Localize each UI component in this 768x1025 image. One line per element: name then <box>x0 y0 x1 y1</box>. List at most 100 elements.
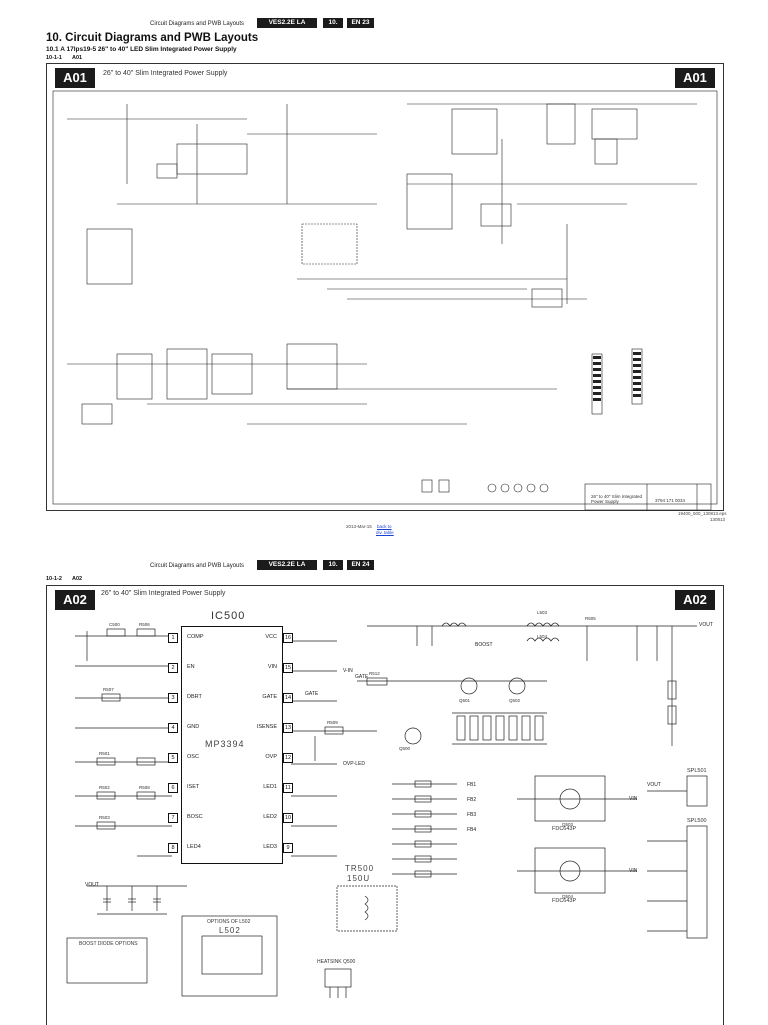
ic-pin-name: GATE <box>262 694 277 700</box>
net-label: GATE <box>305 691 319 697</box>
schematic-sheet-a02: A02 26" to 40" Slim Integrated Power Sup… <box>46 585 724 1025</box>
ic-pin-number: 5 <box>168 753 178 763</box>
ic-pin-number: 2 <box>168 663 178 673</box>
ic-pin-number: 8 <box>168 843 178 853</box>
ic-pin-name: GND <box>187 724 200 730</box>
tr500-label: TR500 <box>345 864 375 873</box>
sheet-footer-code: 19400_500_130813.eps <box>678 511 727 516</box>
div-table-link[interactable]: div. table <box>376 530 394 535</box>
section-subtitle: 10.1 A 17lps19-5 26" to 40" LED Slim Int… <box>46 46 237 53</box>
ic-pin-number: 4 <box>168 723 178 733</box>
net-label: FB1 <box>467 782 477 788</box>
schematic-sheet-a01: A01 26" to 40" Slim Integrated Power Sup… <box>46 63 724 511</box>
ic-pin-name: COMP <box>187 634 204 640</box>
ic-pin-name: ISET <box>187 784 200 790</box>
ic-pin-name: OSC <box>187 754 199 760</box>
ic-pin-number: 1 <box>168 633 178 643</box>
component-ref: R507 <box>103 687 114 692</box>
component-ref: R512 <box>369 671 380 676</box>
ic-pin-name: BOSC <box>187 814 203 820</box>
component-ref: L504 <box>537 634 548 639</box>
ic-pin-name: VCC <box>265 634 277 640</box>
page-footer-date: 2013-Mar-15 <box>346 524 372 529</box>
net-label: VOUT <box>699 622 713 628</box>
sheet-tag-left: A02 <box>55 590 95 610</box>
figure-ref-label: A01 <box>72 55 83 61</box>
component-ref: R502 <box>99 785 110 790</box>
net-label: FB3 <box>467 812 477 818</box>
net-label: GATE <box>355 674 369 680</box>
ic-pin-number: 15 <box>283 663 293 673</box>
component-ref: R506 <box>139 622 150 627</box>
model-badge: VES2.2E LA <box>257 560 317 570</box>
ic-block <box>181 626 283 864</box>
ic-pin-number: 14 <box>283 693 293 703</box>
q503-part-label: FDC643P <box>552 826 577 832</box>
ic-pin-number: 7 <box>168 813 178 823</box>
back-to-link[interactable]: back to <box>377 524 392 529</box>
ic-pin-name: DBRT <box>187 694 202 700</box>
component-ref: R505 <box>585 616 596 621</box>
running-header-title: Circuit Diagrams and PWB Layouts <box>150 21 245 27</box>
component-ref: Q504 <box>562 894 574 899</box>
ic-pin-number: 13 <box>283 723 293 733</box>
section-title: 10. Circuit Diagrams and PWB Layouts <box>46 32 259 44</box>
heatsink-label: HEATSINK Q500 <box>317 959 356 965</box>
sheet-caption: 26" to 40" Slim Integrated Power Supply <box>103 70 228 77</box>
ic-pin-name: LED3 <box>263 844 277 850</box>
net-label: OVP-LED <box>343 761 365 767</box>
title-block-text: 26" to 40" Slim Integrated Power Supply <box>591 494 642 504</box>
ic-pin-name: ISENSE <box>256 724 277 730</box>
spl501-label: SPL501 <box>687 768 707 774</box>
schematic-a02-drawing <box>66 622 708 998</box>
net-label: VOUT <box>85 882 99 888</box>
page-badge: EN 24 <box>347 560 374 570</box>
ic-pin-name: VIN <box>267 664 277 670</box>
boost-diode-options-label: BOOST DIODE OPTIONS <box>79 941 138 947</box>
component-ref: R509 <box>327 720 338 725</box>
schematic-a01-drawing <box>52 90 718 511</box>
sheet-caption: 26" to 40" Slim Integrated Power Supply <box>101 590 226 597</box>
net-label: VIN <box>629 796 638 802</box>
q504-part-label: FDC643P <box>552 898 577 904</box>
net-label: BOOST <box>475 642 493 648</box>
component-ref: R503 <box>99 815 110 820</box>
model-badge: VES2.2E LA <box>257 18 317 28</box>
net-label: V-IN <box>343 668 353 674</box>
net-label: FB2 <box>467 797 477 803</box>
component-ref: L503 <box>537 610 548 615</box>
title-block-code: 3794 171 0034 <box>655 498 686 503</box>
net-label: VOUT <box>647 782 661 788</box>
ic-pin-number: 10 <box>283 813 293 823</box>
component-ref: Q501 <box>459 698 471 703</box>
chapter-badge: 10. <box>323 560 343 570</box>
sheet-tag-left: A01 <box>55 68 95 88</box>
ic-pin-number: 3 <box>168 693 178 703</box>
ic-pin-number: 11 <box>283 783 293 793</box>
ic-pin-name: EN <box>187 664 195 670</box>
ic-pin-name: LED4 <box>187 844 201 850</box>
l502-label: L502 <box>219 926 241 935</box>
ic-part-number: MP3394 <box>205 739 245 749</box>
tr500-value: 150U <box>347 874 371 883</box>
ic-pin-number: 9 <box>283 843 293 853</box>
spl500-label: SPL500 <box>687 818 707 824</box>
ic-pin-name: OVP <box>265 754 277 760</box>
net-label: FB4 <box>467 827 477 833</box>
ic-pin-name: LED2 <box>263 814 277 820</box>
sheet-tag-right: A02 <box>675 590 715 610</box>
component-ref: Q503 <box>562 822 574 827</box>
sheet-tag-right: A01 <box>675 68 715 88</box>
figure-ref-code: 10-1-2 <box>46 576 62 582</box>
ic-pin-number: 16 <box>283 633 293 643</box>
component-ref: R501 <box>99 751 110 756</box>
ic-reference: IC500 <box>211 610 246 622</box>
ic-pin-number: 12 <box>283 753 293 763</box>
page-badge: EN 23 <box>347 18 374 28</box>
component-ref: Q500 <box>399 746 411 751</box>
component-ref: R508 <box>139 785 150 790</box>
running-header-bottom: Circuit Diagrams and PWB Layouts VES2.2E… <box>0 560 768 574</box>
chapter-badge: 10. <box>323 18 343 28</box>
component-ref: C500 <box>109 622 120 627</box>
component-ref: Q502 <box>509 698 521 703</box>
